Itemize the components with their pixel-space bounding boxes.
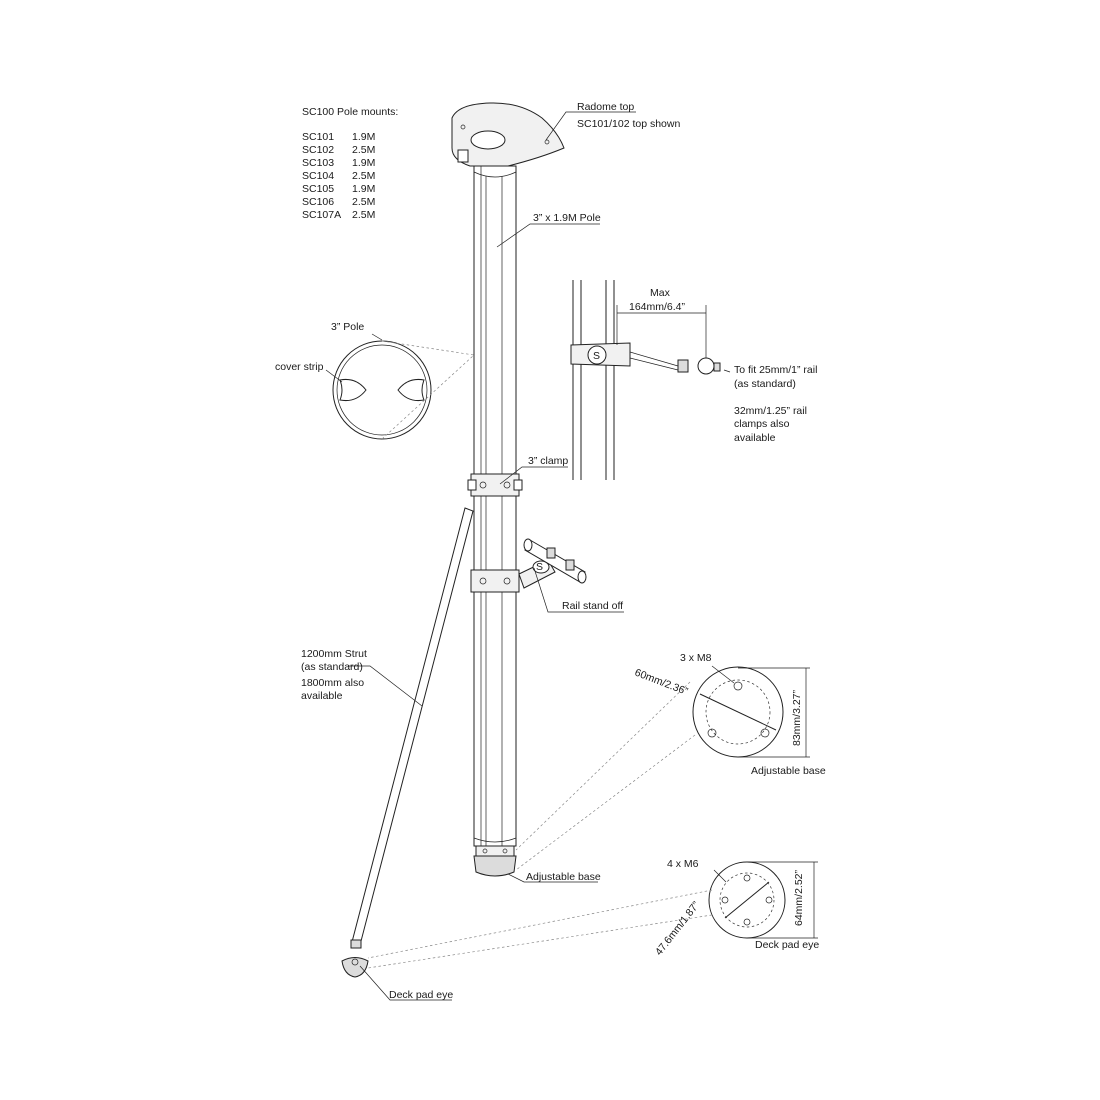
- m6-hole: [765, 896, 773, 904]
- label-base-dia: 60mm/2.36”: [633, 667, 690, 698]
- pole-tube: [473, 165, 517, 847]
- model-length: 1.9M: [352, 183, 375, 195]
- model-code: SC102: [302, 144, 334, 156]
- rail-clamp-ring: [697, 357, 715, 375]
- label-deck-pad-eye: Deck pad eye: [389, 989, 453, 1001]
- label-radome-top-sub: SC101/102 top shown: [577, 118, 680, 130]
- label-pad-m6: 4 x M6: [667, 858, 699, 870]
- label-rail-clamps-2: clamps also: [734, 418, 790, 430]
- label-pad-dia: 47.6mm/1.87”: [653, 899, 703, 958]
- label-strut-2: (as standard): [301, 661, 363, 673]
- model-code: SC104: [302, 170, 334, 182]
- model-length: 2.5M: [352, 196, 375, 208]
- pole-section-detail: [325, 333, 475, 440]
- label-rail-clamps-3: available: [734, 432, 776, 444]
- model-list-title: SC100 Pole mounts:: [302, 106, 398, 118]
- leader-lines: [348, 111, 636, 1001]
- adjustable-base-collar: [475, 845, 515, 857]
- adjustable-base-foot: [473, 855, 517, 877]
- rail-standoff: S: [518, 538, 587, 589]
- label-rail-standoff: Rail stand off: [562, 600, 623, 612]
- m6-hole: [743, 874, 751, 882]
- svg-text:S: S: [593, 350, 600, 362]
- model-length: 2.5M: [352, 170, 375, 182]
- label-rail-fit-2: (as standard): [734, 378, 796, 390]
- deck-pad-eye-detail: [367, 861, 818, 969]
- m8-hole: [733, 681, 743, 691]
- m6-hole: [743, 918, 751, 926]
- label-clamp: 3” clamp: [528, 455, 568, 467]
- cover-strip-right: [397, 379, 425, 401]
- model-row: SC102 2.5M: [302, 144, 375, 156]
- label-adjustable-base-detail: Adjustable base: [751, 765, 826, 777]
- model-row: SC103 1.9M: [302, 157, 375, 169]
- model-row: SC104 2.5M: [302, 170, 375, 182]
- label-pad-height: 64mm/2.52”: [793, 869, 805, 926]
- label-radome-top: Radome top: [577, 101, 634, 113]
- label-strut-1: 1200mm Strut: [301, 648, 367, 660]
- label-strut-3: 1800mm also: [301, 677, 364, 689]
- model-code: SC101: [302, 131, 334, 143]
- label-base-m8: 3 x M8: [680, 652, 712, 664]
- deck-pad-eye-part: [341, 957, 369, 978]
- model-code: SC103: [302, 157, 334, 169]
- model-row: SC107A 2.5M: [302, 209, 375, 221]
- label-rail-clamps-1: 32mm/1.25” rail: [734, 405, 807, 417]
- cover-strip-left: [339, 379, 367, 401]
- label-max: Max: [650, 287, 671, 299]
- adjustable-base-detail: [515, 665, 810, 871]
- radome-bolt: [460, 124, 466, 130]
- model-length: 1.9M: [352, 131, 375, 143]
- pole-clamp-lower: [470, 569, 520, 593]
- label-strut-4: available: [301, 690, 343, 702]
- label-base-height: 83mm/3.27”: [791, 689, 803, 746]
- radome-bolt: [544, 139, 550, 145]
- model-row: SC101 1.9M: [302, 131, 375, 143]
- model-code: SC107A: [302, 209, 341, 221]
- label-rail-fit-1: To fit 25mm/1” rail: [734, 364, 817, 376]
- radome-top-hole: [470, 130, 506, 150]
- m8-hole: [760, 728, 770, 738]
- m6-hole: [721, 896, 729, 904]
- model-length: 1.9M: [352, 157, 375, 169]
- label-adjustable-base: Adjustable base: [526, 871, 601, 883]
- label-max-dim: 164mm/6.4”: [629, 301, 686, 313]
- pole-assembly: [451, 102, 565, 877]
- model-code: SC106: [302, 196, 334, 208]
- model-length: 2.5M: [352, 144, 375, 156]
- label-pole: 3” x 1.9M Pole: [533, 212, 601, 224]
- model-row: SC105 1.9M: [302, 183, 375, 195]
- rail-clamp-detail: S: [570, 280, 731, 480]
- pole-clamp-3in: [470, 473, 520, 497]
- standoff-logo: S: [536, 561, 543, 573]
- radome-top-plate: [451, 102, 565, 167]
- strut-tube: [351, 507, 474, 946]
- label-pole-section: 3” Pole: [331, 321, 364, 333]
- radome-bracket: [457, 149, 469, 163]
- model-length: 2.5M: [352, 209, 375, 221]
- rail-clamp-logo: [587, 345, 607, 365]
- label-cover-strip: cover strip: [275, 361, 324, 373]
- strut: [341, 507, 474, 978]
- m8-hole: [707, 728, 717, 738]
- model-code: SC105: [302, 183, 334, 195]
- label-deck-pad-eye-detail: Deck pad eye: [755, 939, 819, 951]
- model-row: SC106 2.5M: [302, 196, 375, 208]
